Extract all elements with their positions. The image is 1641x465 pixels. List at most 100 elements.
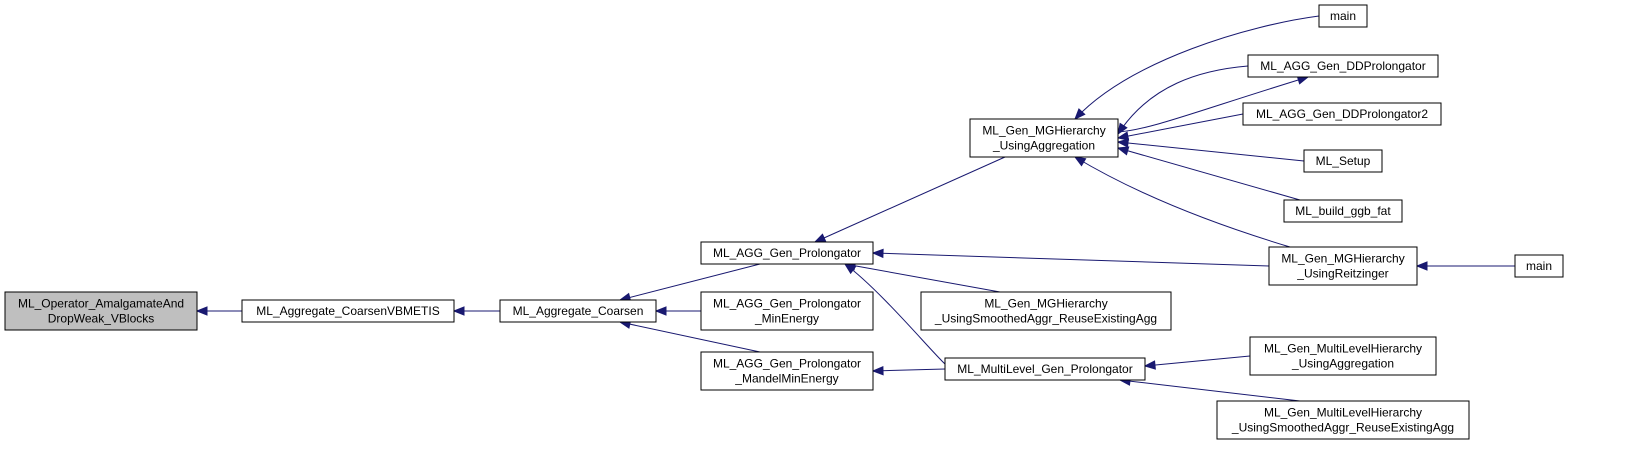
node-mghierarchy_aggregation[interactable]: ML_Gen_MGHierarchy_UsingAggregation (969, 118, 1119, 158)
arrowhead (1117, 122, 1128, 136)
node-label-line: _MandelMinEnergy (734, 372, 838, 386)
node-label-line: ML_Aggregate_Coarsen (513, 304, 644, 318)
node-box[interactable] (700, 241, 874, 265)
node-label-line: ML_build_ggb_fat (1295, 204, 1391, 218)
edge-ddprolongator2-to-mghierarchy_aggregation (1116, 113, 1244, 141)
node-box[interactable] (4, 291, 198, 331)
arrowhead (1116, 146, 1130, 156)
arrowhead (871, 365, 884, 376)
node-label-line: ML_AGG_Gen_Prolongator (713, 246, 861, 260)
arrowhead (1116, 138, 1129, 148)
node-label-line: main (1526, 259, 1552, 273)
node-box[interactable] (1242, 102, 1442, 126)
node-box[interactable] (920, 291, 1172, 331)
node-box[interactable] (1318, 4, 1368, 28)
arrowhead (871, 248, 884, 259)
node-label-line: _UsingAggregation (992, 139, 1095, 153)
node-main2[interactable]: main (1514, 254, 1564, 278)
edge-multilevel_gen_prolongator-to-gen_prolongator_mandel (871, 365, 946, 376)
node-label-line: ML_Gen_MGHierarchy (982, 124, 1105, 138)
node-ml_setup[interactable]: ML_Setup (1303, 149, 1383, 173)
node-mghierarchy_smoothedaggr[interactable]: ML_Gen_MGHierarchy_UsingSmoothedAggr_Reu… (920, 291, 1172, 331)
node-box[interactable] (1303, 149, 1383, 173)
node-label-line: main (1330, 9, 1356, 23)
edge-mghierarchy_aggregation-to-ddprolongator (1117, 75, 1310, 133)
edge-multilevel_gen_prolongator-to-gen_prolongator (843, 263, 946, 365)
node-multilevelhierarchy_smoothedaggr[interactable]: ML_Gen_MultiLevelHierarchy_UsingSmoothed… (1216, 400, 1470, 440)
node-multilevelhierarchy_aggregation[interactable]: ML_Gen_MultiLevelHierarchy_UsingAggregat… (1249, 336, 1437, 376)
node-ddprolongator2[interactable]: ML_AGG_Gen_DDProlongator2 (1242, 102, 1442, 126)
edge-mghierarchy_aggregation-to-gen_prolongator (813, 156, 1006, 243)
node-label-line: _UsingReitzinger (1296, 267, 1388, 281)
node-gen_prolongator[interactable]: ML_AGG_Gen_Prolongator (700, 241, 874, 265)
node-coarsen_vbmetis[interactable]: ML_Aggregate_CoarsenVBMETIS (241, 299, 455, 323)
node-build_ggb_fat[interactable]: ML_build_ggb_fat (1283, 199, 1403, 223)
node-multilevel_gen_prolongator[interactable]: ML_MultiLevel_Gen_Prolongator (944, 357, 1146, 381)
arrowhead (1074, 108, 1086, 120)
edge-main2-to-mghierarchy_reitzinger (1415, 261, 1515, 271)
node-box[interactable] (1514, 254, 1564, 278)
edge-line (1117, 141, 1305, 162)
node-label-line: _UsingSmoothedAggr_ReuseExistingAgg (934, 312, 1157, 326)
edge-line (872, 252, 1270, 267)
arrowhead (452, 306, 465, 316)
edge-line (844, 263, 1001, 293)
edge-line (1117, 65, 1249, 135)
edge-line (1117, 113, 1244, 139)
edge-mghierarchy_smoothedaggr-to-gen_prolongator (843, 261, 1001, 293)
arrowhead (654, 306, 667, 316)
node-box[interactable] (1283, 199, 1403, 223)
edge-main1-to-mghierarchy_aggregation (1074, 15, 1320, 120)
node-coarsen[interactable]: ML_Aggregate_Coarsen (499, 299, 657, 323)
node-box[interactable] (1268, 246, 1418, 286)
node-label-line: _UsingAggregation (1291, 357, 1394, 371)
node-box[interactable] (499, 299, 657, 323)
edge-line (1074, 156, 1291, 248)
arrowhead (813, 233, 827, 243)
edges-layer (195, 15, 1515, 402)
node-mghierarchy_reitzinger[interactable]: ML_Gen_MGHierarchy_UsingReitzinger (1268, 246, 1418, 286)
edge-mghierarchy_reitzinger-to-mghierarchy_aggregation (1073, 156, 1291, 248)
arrowhead (843, 263, 857, 275)
edge-line (1144, 355, 1251, 367)
node-amalgamate[interactable]: ML_Operator_AmalgamateAndDropWeak_VBlock… (4, 291, 198, 331)
node-box[interactable] (969, 118, 1119, 158)
node-gen_prolongator_mandel[interactable]: ML_AGG_Gen_Prolongator_MandelMinEnergy (700, 351, 874, 391)
edge-ml_setup-to-mghierarchy_aggregation (1116, 138, 1305, 162)
arrowhead (1143, 360, 1156, 370)
arrowhead (1415, 261, 1428, 271)
node-ddprolongator[interactable]: ML_AGG_Gen_DDProlongator (1247, 54, 1439, 78)
node-gen_prolongator_minenergy[interactable]: ML_AGG_Gen_Prolongator_MinEnergy (700, 291, 874, 331)
node-box[interactable] (241, 299, 455, 323)
node-label-line: ML_MultiLevel_Gen_Prolongator (957, 362, 1132, 376)
edge-coarsen_vbmetis-to-amalgamate (195, 306, 242, 316)
edge-line (872, 368, 946, 372)
edge-line (814, 156, 1006, 243)
node-label-line: ML_AGG_Gen_Prolongator (713, 357, 861, 371)
edge-line (619, 321, 761, 353)
nodes-layer: ML_Operator_AmalgamateAndDropWeak_VBlock… (4, 4, 1564, 440)
node-box[interactable] (700, 351, 874, 391)
node-box[interactable] (1216, 400, 1470, 440)
edge-gen_prolongator_minenergy-to-coarsen (654, 306, 701, 316)
edge-mghierarchy_reitzinger-to-gen_prolongator (871, 248, 1270, 267)
node-label-line: ML_AGG_Gen_Prolongator (713, 297, 861, 311)
edge-line (1074, 15, 1320, 120)
node-box[interactable] (700, 291, 874, 331)
node-label-line: ML_Setup (1316, 154, 1371, 168)
edge-line (1119, 379, 1301, 402)
node-label-line: ML_Operator_AmalgamateAnd (18, 297, 184, 311)
node-box[interactable] (1249, 336, 1437, 376)
edge-line (844, 263, 946, 365)
arrowhead (1073, 156, 1087, 167)
node-box[interactable] (944, 357, 1146, 381)
node-label-line: ML_Gen_MGHierarchy (984, 297, 1107, 311)
node-label-line: ML_Gen_MultiLevelHierarchy (1264, 406, 1422, 420)
edge-ddprolongator-to-mghierarchy_aggregation (1117, 65, 1249, 136)
node-label-line: _MinEnergy (754, 312, 819, 326)
node-box[interactable] (1247, 54, 1439, 78)
arrowhead (1116, 131, 1130, 141)
node-main1[interactable]: main (1318, 4, 1368, 28)
edge-multilevelhierarchy_smoothedaggr-to-multilevel_gen_prolongator (1118, 376, 1301, 402)
